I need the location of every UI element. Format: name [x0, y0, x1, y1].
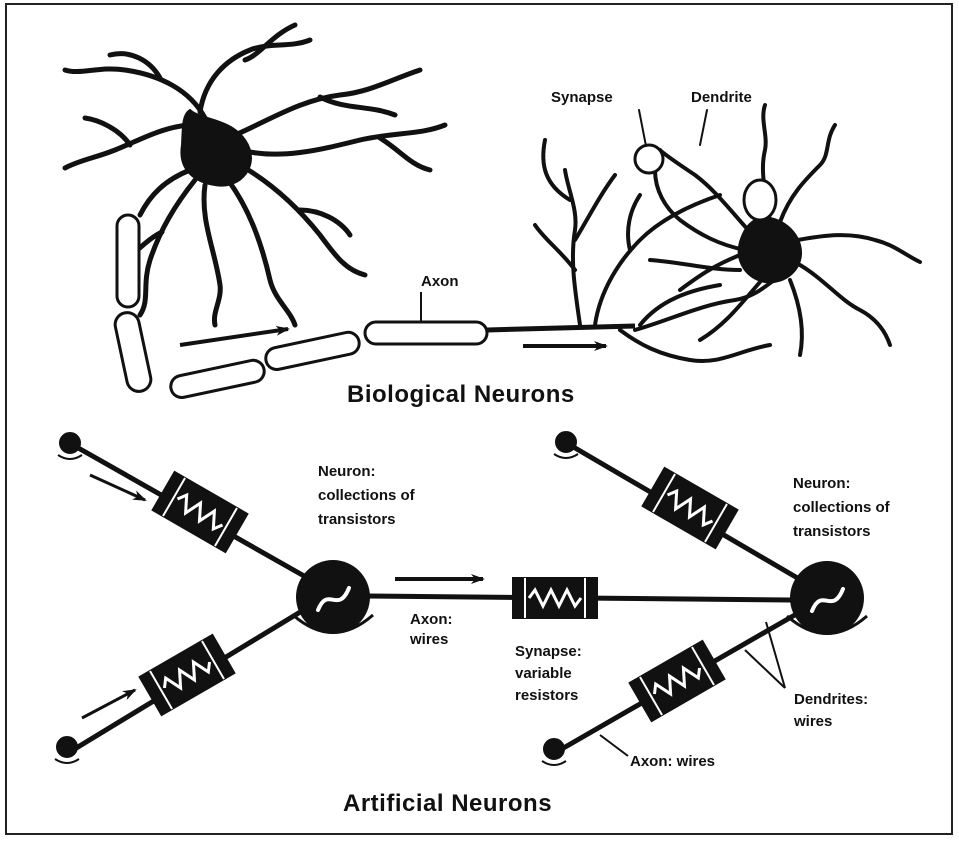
axon-trunk: [487, 326, 635, 330]
neuron-left-label: Neuron: collections of transistors: [318, 463, 419, 528]
axon-wires-label: Axon: wires: [409, 611, 457, 648]
left-biological-neuron: [65, 25, 487, 400]
axon-label: Axon: [421, 273, 459, 290]
left-axon-myelin: [113, 215, 487, 400]
synapse-label: Synapse: [551, 89, 613, 106]
resistor-top-right: [643, 468, 738, 548]
right-biological-neuron: [535, 105, 920, 361]
dendrite-leader: [700, 110, 707, 145]
synapse-bulb: [635, 145, 663, 173]
dendrite-label: Dendrite: [691, 89, 752, 106]
axon-bottom-label: Axon: wires: [630, 753, 715, 770]
biological-title: Biological Neurons: [347, 381, 575, 408]
resistor-bottom-left: [140, 635, 235, 715]
resistor-bottom-right: [630, 641, 725, 721]
resistor-middle: [513, 578, 597, 618]
bio-arrow-left: [180, 329, 288, 345]
synapse-bulb-2: [744, 180, 776, 220]
neuron-node-left: [293, 560, 373, 634]
neuron-node-right: [787, 561, 867, 635]
figure-frame: [6, 4, 952, 834]
signal-arrow-bottom-left: [82, 690, 135, 718]
artificial-title: Artificial Neurons: [343, 790, 552, 817]
synapse-resistors-label: Synapse: variable resistors: [515, 643, 586, 704]
dendrites-wires-label: Dendrites: wires: [793, 691, 872, 730]
axon-bottom-leader: [600, 735, 628, 756]
resistor-top-left: [153, 472, 248, 552]
neuron-right-label: Neuron: collections of transistors: [793, 475, 894, 540]
synapse-leader: [639, 110, 646, 146]
